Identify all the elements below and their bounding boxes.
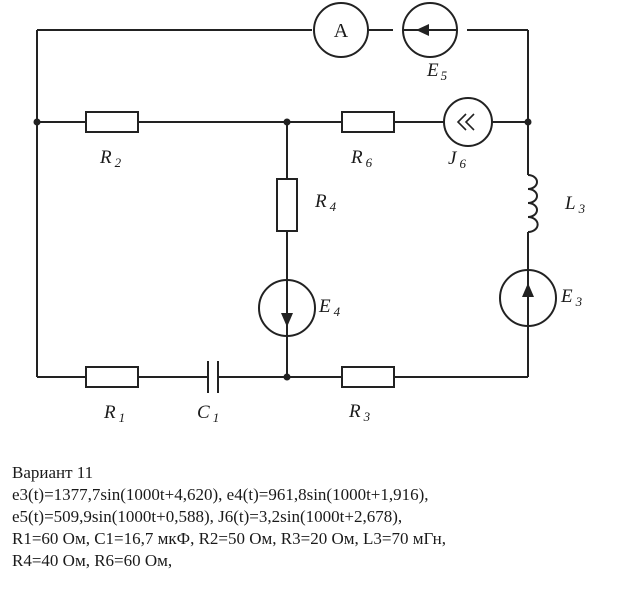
source-e3 <box>499 269 557 327</box>
wires <box>36 29 529 378</box>
current-source-j6 <box>443 97 493 147</box>
ammeter: A <box>313 2 369 58</box>
inductor-l3 <box>527 174 539 233</box>
resistor-r4 <box>276 178 298 232</box>
node-left <box>33 118 41 126</box>
resistor-r3 <box>341 366 395 388</box>
resistor-r1 <box>85 366 139 388</box>
source-e5 <box>402 2 458 58</box>
source-e4 <box>258 279 316 337</box>
resistor-r6 <box>341 111 395 133</box>
variant-parameters: Вариант 11 e3(t)=1377,7sin(1000t+4,620),… <box>12 462 622 572</box>
node-top-middle <box>283 118 291 126</box>
capacitor-c1 <box>207 361 219 393</box>
variant-title: Вариант 11 <box>12 463 94 482</box>
param-line-1: e3(t)=1377,7sin(1000t+4,620), e4(t)=961,… <box>12 485 429 504</box>
node-bottom-middle <box>283 373 291 381</box>
svg-text:A: A <box>334 20 349 42</box>
param-line-4: R4=40 Ом, R6=60 Ом, <box>12 551 173 570</box>
resistor-r2 <box>85 111 139 133</box>
node-right <box>524 118 532 126</box>
param-line-2: e5(t)=509,9sin(1000t+0,588), J6(t)=3,2si… <box>12 507 403 526</box>
param-line-3: R1=60 Ом, C1=16,7 мкФ, R2=50 Ом, R3=20 О… <box>12 529 447 548</box>
